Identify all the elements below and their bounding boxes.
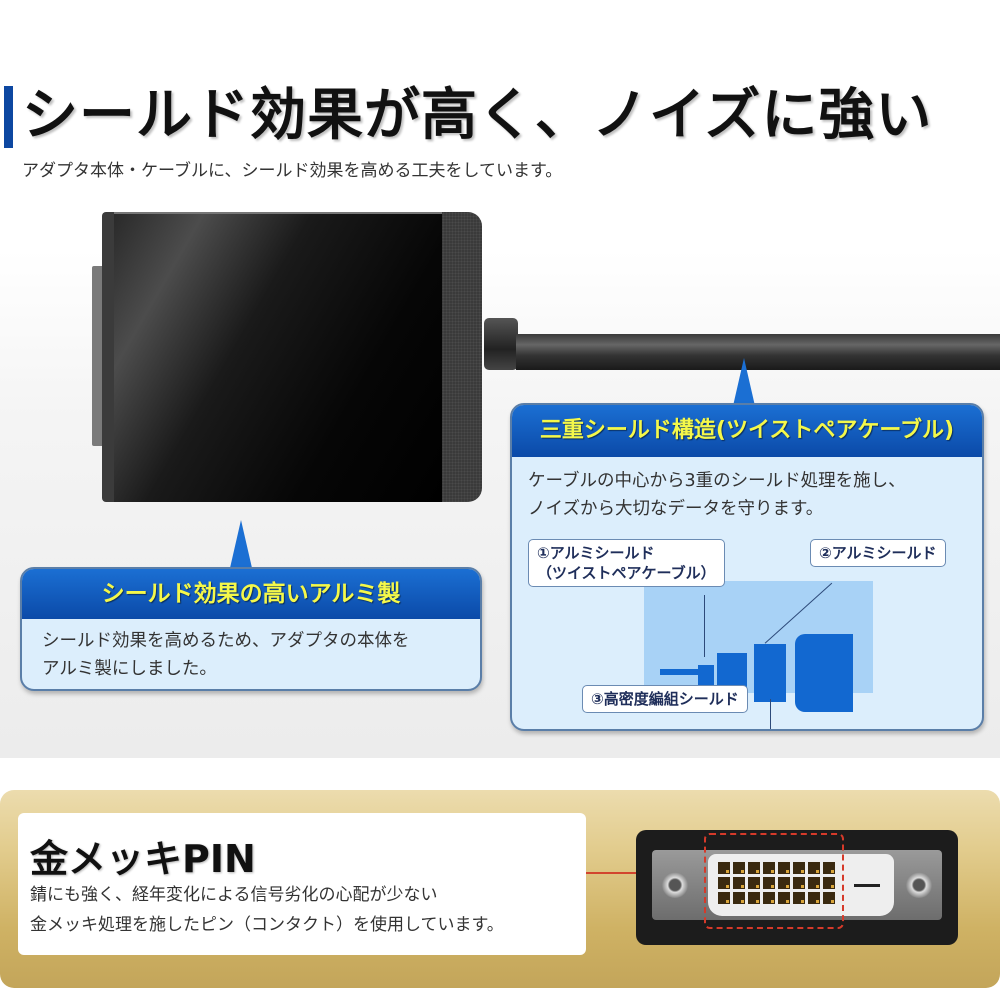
adapter-end-cap [442,212,482,502]
callout-shield-text: ケーブルの中心から3重のシールド処理を施し、 ノイズから大切なデータを守ります。 [512,457,982,533]
gold-pin-grid [718,862,835,904]
diagram-wire-1 [660,669,712,675]
callout-shield-line2: ノイズから大切なデータを守ります。 [528,499,824,519]
diagram-label-braided-shield: ③高密度編組シールド [582,685,748,713]
diagram-shield-2 [754,644,786,702]
callout-aluminum-line2: アルミ製にしました。 [42,659,217,679]
leader-line-3 [770,699,771,729]
label1-line2: （ツイストペアケーブル） [537,564,716,582]
shield-diagram: ①アルミシールド （ツイストペアケーブル） ②アルミシールド ③高密度編組シール… [512,457,982,729]
adapter-aluminum-body [114,212,444,502]
diagram-label-aluminum-shield-2: ②アルミシールド [810,539,946,567]
gold-desc-line1: 錆にも強く、経年変化による信号劣化の心配が少ない [30,885,438,905]
callout-aluminum-title: シールド効果の高いアルミ製 [22,569,480,619]
dvi-connector-image [636,830,958,945]
cable-boot [484,318,518,370]
heading-accent-bar [4,86,13,148]
callout-shield-title: 三重シールド構造(ツイストペアケーブル) [512,405,982,457]
label1-line1: ①アルミシールド [537,544,655,562]
callout-aluminum-text: シールド効果を高めるため、アダプタの本体を アルミ製にしました。 [22,619,480,689]
page-title: シールド効果が高く、ノイズに強い [22,83,933,148]
gold-pin-card [18,813,586,955]
callout-aluminum-body: シールド効果の高いアルミ製 シールド効果を高めるため、アダプタの本体を アルミ製… [20,567,482,691]
gold-desc-line2: 金メッキ処理を施したピン（コンタクト）を使用しています。 [30,915,504,935]
screw-left-icon [662,872,688,898]
gold-pin-title: 金メッキPIN [30,837,256,881]
callout-aluminum-line1: シールド効果を高めるため、アダプタの本体を [42,631,410,651]
dvi-metal-frame [652,850,942,920]
dvi-key-slot [854,884,880,887]
callout-shield-line1: ケーブルの中心から3重のシールド処理を施し、 [528,471,906,491]
page-subtitle: アダプタ本体・ケーブルに、シールド効果を高める工夫をしています。 [22,161,563,181]
diagram-shield-3 [795,634,853,712]
callout-pointer-aluminum [230,520,252,568]
diagram-label-aluminum-shield-1: ①アルミシールド （ツイストペアケーブル） [528,539,725,587]
gold-pin-description: 錆にも強く、経年変化による信号劣化の心配が少ない 金メッキ処理を施したピン（コン… [30,880,504,940]
screw-right-icon [906,872,932,898]
pin-highlight-box [704,833,844,929]
dvi-socket [708,854,894,916]
leader-line-1 [704,595,705,657]
adapter-product-image [92,206,484,502]
cable [516,334,1000,370]
callout-shield-structure: 三重シールド構造(ツイストペアケーブル) ケーブルの中心から3重のシールド処理を… [510,403,984,731]
callout-pointer-shield [733,358,755,406]
